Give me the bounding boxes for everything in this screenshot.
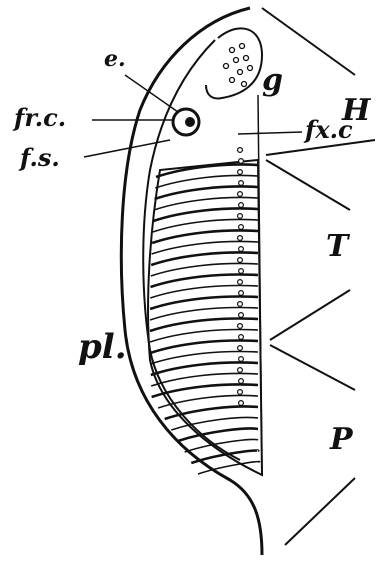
glabella-dot bbox=[238, 70, 243, 75]
axial-bead bbox=[239, 379, 244, 384]
axial-bead bbox=[239, 313, 244, 318]
glabella-dots bbox=[224, 44, 253, 87]
axial-bead bbox=[239, 357, 244, 362]
axial-bead bbox=[238, 368, 243, 373]
axial-bead bbox=[238, 390, 243, 395]
glabella-dot bbox=[242, 82, 247, 87]
axial-bead bbox=[238, 214, 243, 219]
axial-bead bbox=[239, 291, 244, 296]
axial-bead bbox=[239, 247, 244, 252]
label-fs: f.s. bbox=[20, 146, 60, 170]
axial-bead bbox=[239, 225, 244, 230]
label-g: g bbox=[262, 66, 283, 96]
leader-line-fxc bbox=[238, 132, 302, 134]
axial-bead bbox=[238, 324, 243, 329]
bracket-T-bottom bbox=[270, 290, 350, 340]
axial-bead bbox=[238, 170, 243, 175]
axial-bead bbox=[238, 236, 243, 241]
label-T: T bbox=[326, 232, 348, 262]
axial-bead bbox=[238, 192, 243, 197]
label-pl: pl. bbox=[78, 330, 127, 364]
glabella-dot bbox=[230, 78, 235, 83]
glabella-dot bbox=[234, 58, 239, 63]
axial-bead bbox=[239, 335, 244, 340]
label-P: P bbox=[330, 425, 353, 455]
axial-bead bbox=[239, 269, 244, 274]
eye-pupil bbox=[185, 117, 195, 127]
glabella-dot bbox=[244, 56, 249, 61]
glabella-dot bbox=[248, 66, 253, 71]
leader-line-fs bbox=[84, 140, 170, 157]
axial-bead bbox=[238, 258, 243, 263]
axial-bead bbox=[239, 401, 244, 406]
axial-bead bbox=[238, 302, 243, 307]
label-e: e. bbox=[104, 48, 126, 70]
axial-bead bbox=[238, 346, 243, 351]
glabella-dot bbox=[224, 64, 229, 69]
glabella-dot bbox=[230, 48, 235, 53]
head-outline bbox=[206, 28, 262, 98]
bracket-T-top bbox=[266, 160, 350, 210]
label-H: H bbox=[342, 96, 370, 126]
axial-bead bbox=[239, 159, 244, 164]
bracket-P-top bbox=[270, 345, 355, 390]
inner-margin-line bbox=[143, 40, 240, 460]
bracket-P-bottom bbox=[285, 478, 355, 545]
label-frc: fr.c. bbox=[14, 106, 66, 130]
glabella-dot bbox=[240, 44, 245, 49]
leader-line-e bbox=[125, 75, 178, 112]
axial-bead bbox=[238, 148, 243, 153]
axial-bead bbox=[239, 181, 244, 186]
axial-bead bbox=[239, 203, 244, 208]
axial-bead bbox=[238, 280, 243, 285]
